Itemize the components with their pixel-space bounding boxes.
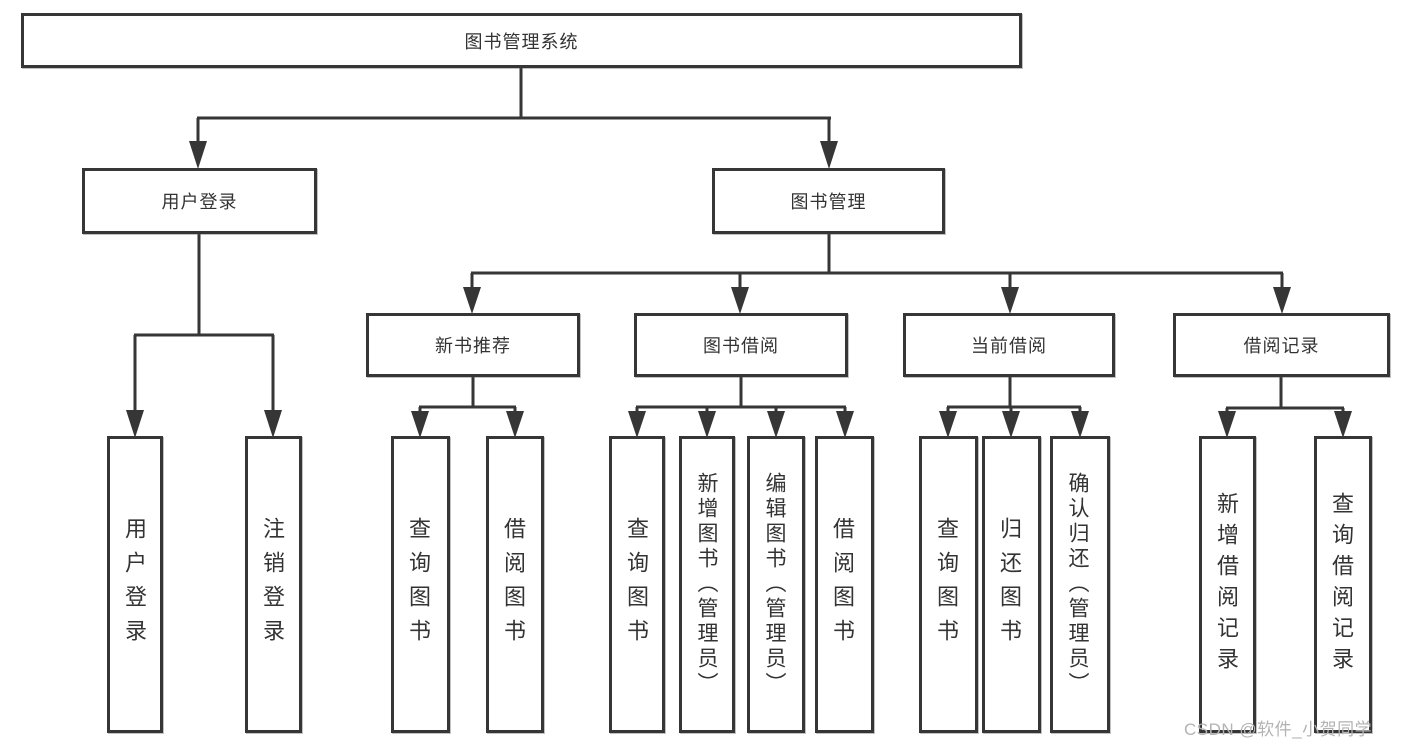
leaf-logout-login: 注销登录 xyxy=(245,436,302,733)
node-book-borrow: 图书借阅 xyxy=(634,313,848,377)
node-library-management-system: 图书管理系统 xyxy=(21,13,1022,68)
arrowheads-leaves xyxy=(411,411,1352,438)
connector-current-borrow xyxy=(946,377,1082,415)
leaf-edit-book-admin: 编辑图书（管理员） xyxy=(747,436,805,733)
connector-book-borrow xyxy=(635,377,847,415)
leaf-add-book-admin: 新增图书（管理员） xyxy=(679,436,735,733)
leaf-confirm-return-admin: 确认归还（管理员） xyxy=(1050,436,1110,733)
arrowheads-user-login xyxy=(126,410,282,438)
csdn-watermark: CSDN @软件_小贺同学 xyxy=(1184,720,1373,739)
leaf-add-borrow-record: 新增借阅记录 xyxy=(1199,436,1256,733)
node-user-login: 用户登录 xyxy=(82,168,317,234)
connector-book-management xyxy=(470,234,1284,291)
leaf-user-login: 用户登录 xyxy=(107,436,163,733)
leaf-query-books-borrow: 查询图书 xyxy=(609,436,665,733)
leaf-query-books-current: 查询图书 xyxy=(919,436,978,733)
leaf-borrow-books-borrow: 借阅图书 xyxy=(815,436,874,733)
node-book-management: 图书管理 xyxy=(712,168,945,234)
arrowheads-level1 xyxy=(189,141,838,169)
leaf-return-book: 归还图书 xyxy=(982,436,1041,733)
connector-root xyxy=(196,68,831,146)
connector-borrow-records xyxy=(1225,377,1345,415)
connector-user-login xyxy=(133,234,275,415)
node-borrow-records: 借阅记录 xyxy=(1173,313,1390,377)
leaf-query-borrow-record: 查询借阅记录 xyxy=(1314,436,1372,733)
node-new-book-recommend: 新书推荐 xyxy=(366,313,580,377)
leaf-query-books-newbook: 查询图书 xyxy=(391,436,450,733)
leaf-borrow-books-newbook: 借阅图书 xyxy=(486,436,544,733)
node-current-borrow: 当前借阅 xyxy=(903,313,1115,377)
arrowheads-level2 xyxy=(463,287,1291,314)
connector-new-book xyxy=(418,377,517,415)
